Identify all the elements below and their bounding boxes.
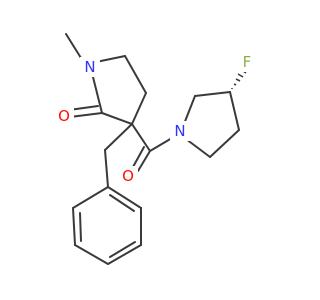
bond-amide-c-o-2 (132, 146, 145, 168)
benzene-bond-2 (72, 207, 76, 246)
bond-c4-c5 (209, 129, 240, 158)
bond-n-ch2 (95, 55, 126, 63)
benzene-bond-3 (74, 244, 109, 265)
bond-ch2-quaternary (131, 92, 147, 125)
atom-label-lactam-nitrogen: N (84, 58, 95, 76)
bond-amide-c-n (149, 137, 173, 152)
benzene-bond-1 (72, 186, 109, 209)
bond-carbonyl-n (92, 76, 103, 114)
molecule-structure: N O N O F (58, 33, 252, 265)
atom-label-amide-oxygen: O (122, 167, 134, 185)
benzene-inner-3 (109, 194, 135, 212)
bond-c3-c4 (229, 91, 240, 131)
bond-n-c2 (183, 95, 196, 125)
atom-label-lactam-oxygen: O (58, 107, 70, 125)
benzene-inner-1 (79, 212, 82, 242)
bond-carbonyl-o-1 (69, 112, 103, 118)
bond-ch2-ring (104, 149, 109, 188)
bond-c2-c3 (194, 91, 231, 97)
benzene-bond-6 (107, 186, 142, 209)
benzene-inner-2 (109, 241, 136, 258)
benzene-bond-4 (107, 244, 142, 265)
atom-label-fluorine: F (243, 53, 252, 71)
bond-c5-n (185, 138, 211, 158)
bond-quaternary-amide-c (131, 123, 151, 152)
atom-label-amide-nitrogen: N (174, 122, 185, 140)
bond-amide-c-o-1 (137, 150, 151, 172)
bond-quaternary-ch2 (104, 123, 133, 151)
bond-quaternary-carbonyl (101, 112, 133, 125)
bond-ch2-ch2 (124, 55, 147, 94)
